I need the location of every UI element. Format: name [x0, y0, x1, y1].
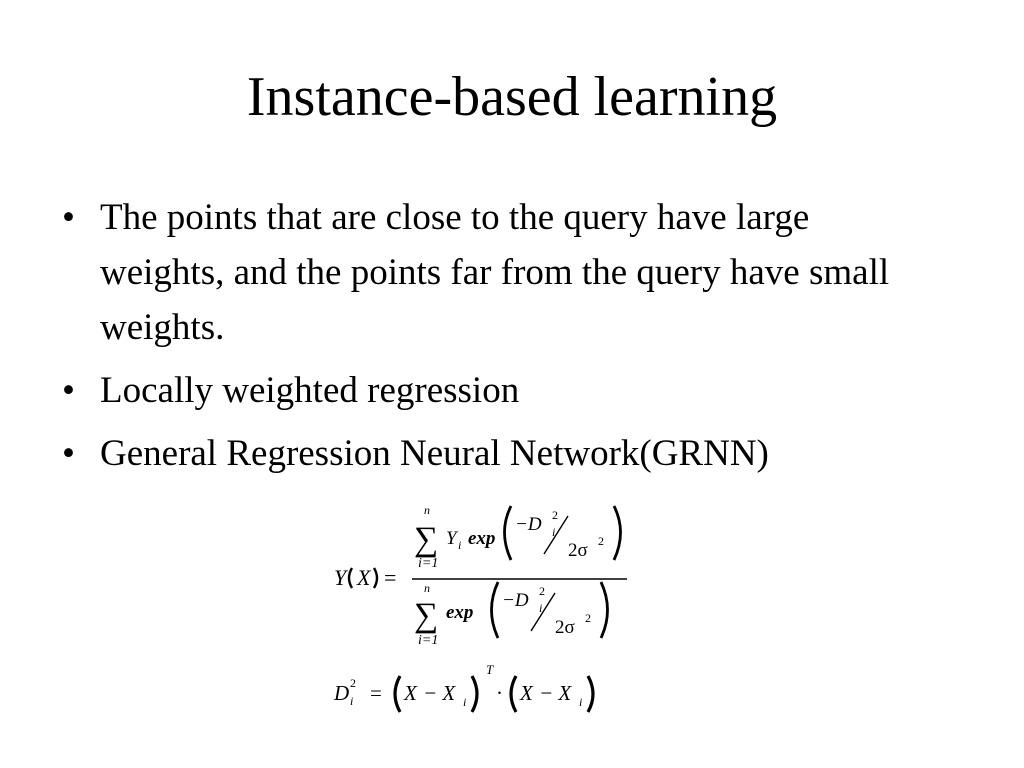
bullet-item: • The points that are close to the query…	[62, 190, 942, 355]
slide-title: Instance-based learning	[246, 66, 778, 128]
eq2-d-subscript: i	[350, 694, 353, 708]
num-sum-symbol: ∑	[414, 521, 438, 558]
eq2-xi-subscript-2: i	[579, 695, 582, 709]
eq2-x-2: X	[519, 681, 534, 705]
num-slash	[543, 515, 569, 555]
grnn-formula: Y X = n ∑ i=1 Y i exp −D 2 i 2σ 2 n ∑ i=…	[330, 500, 640, 730]
eq2-transpose: T	[486, 662, 494, 677]
eq2-equals: =	[370, 681, 382, 705]
num-close-paren	[612, 505, 622, 561]
num-sum-lower: i=1	[418, 556, 438, 571]
lhs-open-paren	[347, 567, 354, 589]
num-minus-d: −D	[515, 514, 542, 535]
num-sum-upper: n	[424, 503, 430, 517]
den-two-sigma: 2σ	[555, 617, 575, 638]
bullet-text: The points that are close to the query h…	[100, 197, 890, 348]
den-d-subscript: i	[539, 601, 542, 615]
num-y-term: Y	[446, 528, 459, 549]
den-sum-lower: i=1	[418, 633, 438, 648]
eq2-dot: ·	[496, 681, 503, 705]
den-exp: exp	[446, 602, 473, 623]
bullet-list: • The points that are close to the query…	[62, 190, 942, 489]
den-sum-upper: n	[424, 581, 430, 595]
eq2-d-superscript: 2	[350, 676, 356, 690]
eq2-close-paren-2	[586, 675, 595, 713]
den-close-paren	[599, 581, 609, 639]
eq2-x-1: X	[403, 681, 418, 705]
eq2-minus-x-2: − X	[539, 681, 572, 705]
num-d-subscript: i	[552, 525, 555, 539]
lhs-equals: =	[384, 565, 396, 590]
lhs-y: Y	[334, 565, 349, 590]
num-sigma-superscript: 2	[598, 534, 604, 548]
bullet-marker: •	[62, 370, 75, 411]
eq2-xi-subscript-1: i	[463, 695, 466, 709]
den-slash	[530, 592, 556, 632]
den-sigma-superscript: 2	[585, 611, 591, 625]
bullet-item: • Locally weighted regression	[62, 363, 942, 418]
den-sum-symbol: ∑	[414, 597, 438, 634]
num-two-sigma: 2σ	[568, 540, 588, 561]
bullet-marker: •	[62, 197, 75, 238]
eq2-minus-x-1: − X	[423, 681, 456, 705]
num-exp: exp	[468, 528, 495, 549]
lhs-close-paren	[372, 567, 379, 589]
num-open-paren	[503, 505, 513, 561]
eq2-d: D	[333, 681, 349, 705]
num-y-subscript: i	[458, 538, 461, 552]
formula-svg: Y X = n ∑ i=1 Y i exp −D 2 i 2σ 2 n ∑ i=…	[333, 503, 627, 713]
den-d-superscript: 2	[539, 584, 545, 598]
den-minus-d: −D	[502, 590, 529, 611]
eq2-open-paren-2	[509, 675, 518, 713]
eq2-open-paren-1	[393, 675, 402, 713]
bullet-item: • General Regression Neural Network(GRNN…	[62, 426, 942, 481]
bullet-text: Locally weighted regression	[100, 370, 520, 411]
num-d-superscript: 2	[552, 508, 558, 522]
bullet-marker: •	[62, 433, 75, 474]
den-open-paren	[490, 581, 500, 639]
bullet-text: General Regression Neural Network(GRNN)	[100, 433, 769, 474]
eq2-close-paren-1	[470, 675, 479, 713]
lhs-x: X	[356, 565, 372, 590]
